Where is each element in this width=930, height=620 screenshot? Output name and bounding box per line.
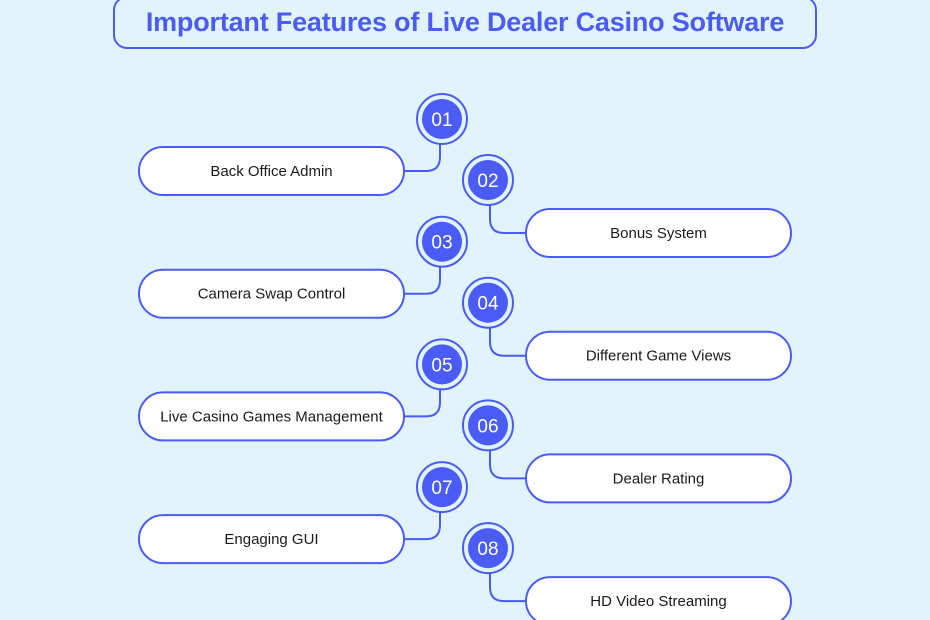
number-badge: [468, 160, 508, 200]
feature-pill: [525, 576, 792, 620]
feature-label: Camera Swap Control: [198, 286, 346, 303]
feature-number: 01: [431, 110, 452, 131]
feature-item: Dealer Rating 06: [462, 399, 792, 504]
feature-pill: [138, 146, 405, 196]
feature-item: Different Game Views 04: [462, 276, 792, 381]
number-badge: [422, 344, 462, 385]
feature-number: 05: [431, 355, 452, 376]
feature-number: 06: [477, 416, 498, 437]
connector-elbow: [404, 143, 441, 172]
feature-label: HD Video Streaming: [590, 593, 726, 610]
feature-item: Engaging GUI 07: [138, 461, 468, 565]
feature-label: Back Office Admin: [210, 163, 332, 180]
connector-elbow: [404, 388, 441, 418]
connector-elbow: [404, 265, 441, 295]
title-banner: Important Features of Live Dealer Casino…: [113, 0, 817, 49]
number-badge: [468, 282, 508, 323]
feature-label: Engaging GUI: [224, 531, 318, 548]
feature-pill: [138, 268, 405, 319]
connector-elbow: [489, 449, 526, 480]
page-title: Important Features of Live Dealer Casino…: [145, 7, 785, 37]
feature-number: 04: [477, 294, 499, 315]
feature-number: 07: [431, 478, 452, 499]
feature-label: Bonus System: [610, 225, 707, 242]
number-badge: [468, 528, 508, 569]
feature-pill: [138, 391, 405, 442]
feature-item: Bonus System 02: [462, 154, 792, 258]
feature-item: Back Office Admin 01: [138, 93, 468, 196]
connector-elbow: [489, 326, 526, 357]
feature-pill: [138, 514, 405, 565]
number-badge: [468, 405, 508, 446]
feature-item: Camera Swap Control 03: [138, 215, 468, 319]
number-badge: [422, 467, 462, 508]
number-badge: [422, 99, 462, 139]
feature-pill: [525, 208, 792, 258]
number-badge: [422, 221, 462, 262]
feature-item: Live Casino Games Management 05: [138, 338, 468, 442]
connector-elbow: [489, 204, 526, 234]
feature-number: 03: [431, 233, 452, 254]
connector-elbow: [404, 511, 441, 541]
feature-number: 08: [477, 539, 498, 560]
feature-label: Dealer Rating: [613, 470, 705, 487]
feature-label: Live Casino Games Management: [160, 408, 383, 425]
feature-pill: [525, 453, 792, 504]
feature-item: HD Video Streaming 08: [462, 522, 792, 620]
connector-elbow: [489, 572, 526, 603]
feature-number: 02: [477, 171, 498, 192]
feature-label: Different Game Views: [586, 348, 731, 365]
feature-pill: [525, 330, 792, 381]
